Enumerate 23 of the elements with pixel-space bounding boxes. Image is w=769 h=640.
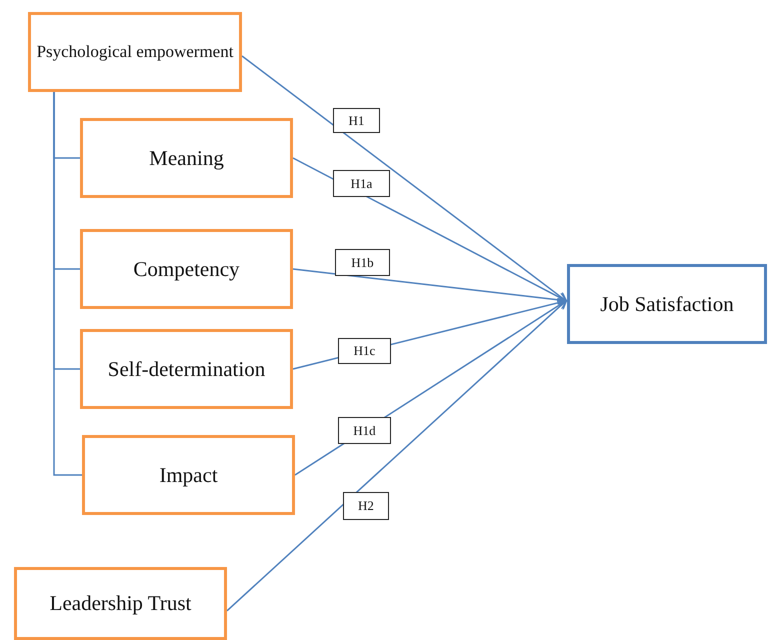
concept-label: Competency: [133, 256, 240, 282]
connector-line: [53, 92, 82, 476]
concept-label: Self-determination: [108, 356, 266, 382]
concept-box: [567, 264, 767, 344]
concept-label: Job Satisfaction: [600, 290, 734, 318]
concept-box: [82, 435, 295, 515]
hypothesis-label: H1a: [333, 170, 390, 197]
concept-box: [80, 329, 293, 409]
hypothesis-label: H2: [343, 492, 389, 520]
hypothesis-label: H1b: [335, 249, 390, 276]
hypothesis-label: H1: [333, 108, 380, 133]
hypothesis-label: H1c: [338, 338, 391, 364]
concept-label: Leadership Trust: [50, 590, 192, 617]
arrow: [242, 55, 568, 302]
hypothesis-label: H1d: [338, 417, 391, 444]
concept-box: [14, 567, 227, 640]
concept-box: [80, 118, 293, 198]
concept-box: [80, 229, 293, 309]
concept-label: Impact: [159, 462, 218, 488]
concept-label: Meaning: [149, 144, 224, 172]
concept-label: Psychological empowerment: [36, 41, 234, 63]
concept-box: [28, 12, 242, 92]
arrow: [226, 300, 568, 612]
